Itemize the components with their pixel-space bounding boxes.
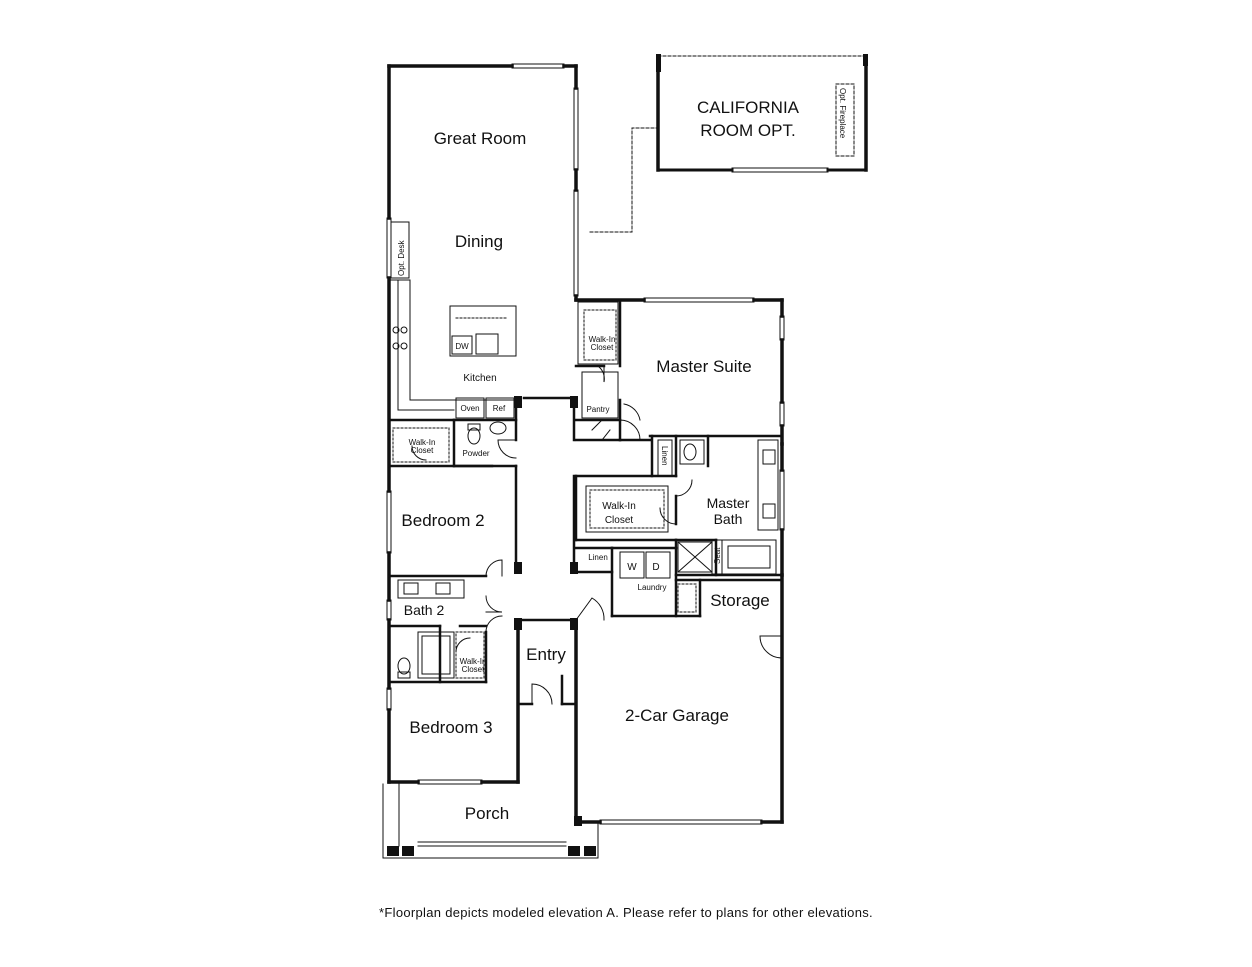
bedroom-2-label: Bedroom 2 (401, 511, 484, 530)
master-bath-label-1: Master (707, 495, 750, 511)
master-walkin-label-1: Walk-In (589, 335, 616, 344)
kitchen-label: Kitchen (463, 373, 496, 384)
walkin-closet-label-2: Closet (605, 515, 634, 526)
bath-2-label: Bath 2 (404, 602, 445, 618)
entry-label: Entry (526, 645, 566, 664)
dining-label: Dining (455, 232, 503, 251)
door-swings (411, 365, 783, 705)
linen-upper-label: Linen (660, 446, 669, 466)
interior-walls (387, 298, 784, 706)
opt-fireplace-label: Opt. Fireplace (838, 88, 847, 139)
windows (386, 63, 785, 825)
garage-label: 2-Car Garage (625, 706, 729, 725)
california-room (589, 54, 868, 233)
bed3-walkin-label-2: Closet (462, 665, 485, 674)
storage-label: Storage (710, 591, 770, 610)
bed2-walkin-label-1: Walk-In (409, 438, 436, 447)
master-walkin-label-2: Closet (591, 343, 614, 352)
bed3-walkin-label-1: Walk-In (460, 657, 487, 666)
wall-posts (387, 396, 596, 856)
exterior-walls (387, 64, 784, 824)
laundry-label: Laundry (638, 583, 667, 592)
fixtures (388, 221, 779, 679)
dryer-label: D (652, 562, 659, 573)
washer-label: W (627, 562, 637, 573)
powder-label: Powder (462, 449, 489, 458)
linen-lower-label: Linen (588, 553, 608, 562)
master-bath-label-2: Bath (714, 511, 743, 527)
room-labels: Great Room Dining Kitchen CALIFORNIA ROO… (397, 88, 847, 823)
master-suite-label: Master Suite (656, 357, 751, 376)
oven-label: Oven (460, 404, 479, 413)
california-room-label-line1: CALIFORNIA (697, 98, 800, 117)
dw-label: DW (455, 342, 469, 351)
footnote: *Floorplan depicts modeled elevation A. … (379, 905, 873, 920)
pantry-label: Pantry (586, 405, 609, 414)
porch-label: Porch (465, 804, 509, 823)
ref-label: Ref (493, 404, 506, 413)
bedroom-3-label: Bedroom 3 (409, 718, 492, 737)
walkin-closet-label-1: Walk-In (602, 501, 636, 512)
great-room-label: Great Room (434, 129, 527, 148)
opt-desk-label: Opt. Desk (397, 239, 406, 276)
bed2-walkin-label-2: Closet (411, 446, 434, 455)
california-room-label-line2: ROOM OPT. (700, 121, 795, 140)
seat-label: Seat (713, 547, 722, 564)
porch-outline (382, 783, 599, 859)
